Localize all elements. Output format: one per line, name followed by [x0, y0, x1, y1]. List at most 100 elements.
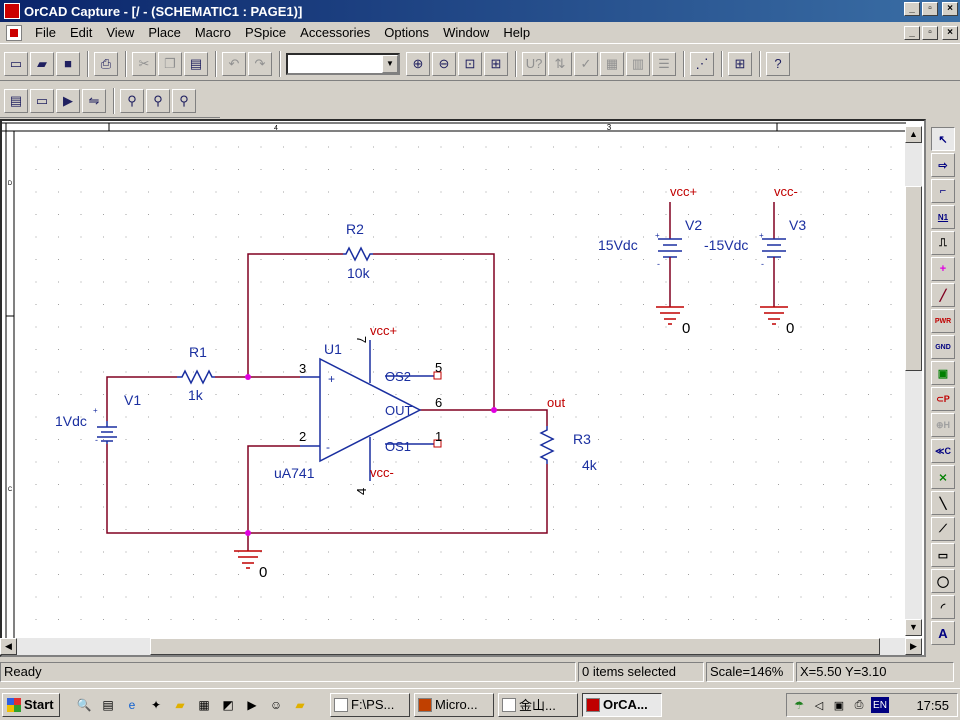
r3-value[interactable]: 4k: [582, 457, 598, 473]
language-indicator[interactable]: EN: [871, 697, 889, 713]
scroll-down-icon[interactable]: ▼: [905, 619, 922, 636]
printer-icon[interactable]: ⎙: [854, 698, 864, 711]
r2-ref[interactable]: R2: [346, 221, 364, 237]
place-hierarchical-block-icon[interactable]: ▣: [931, 361, 955, 385]
undo-icon[interactable]: ↶: [222, 51, 246, 76]
menu-options[interactable]: Options: [384, 24, 430, 40]
place-text-icon[interactable]: A: [931, 621, 955, 645]
u1-ref[interactable]: U1: [324, 341, 342, 357]
cut-icon[interactable]: ✂: [132, 51, 156, 76]
scroll-right-icon[interactable]: ▶: [905, 638, 922, 655]
r2-resistor[interactable]: R2 10k: [343, 221, 373, 281]
task-explorer[interactable]: F:\PS...: [330, 692, 410, 717]
menu-macro[interactable]: Macro: [194, 24, 231, 40]
vertical-scroll-thumb[interactable]: [905, 186, 922, 371]
part-combo[interactable]: ▼: [286, 52, 400, 75]
place-rectangle-icon[interactable]: ▭: [931, 543, 955, 567]
back-annotate-icon[interactable]: ⇅: [548, 51, 572, 76]
v2-value[interactable]: 15Vdc: [598, 237, 638, 253]
copy-icon[interactable]: ❐: [158, 51, 182, 76]
snap-to-grid-icon[interactable]: ⋰: [690, 51, 714, 76]
menu-accessories[interactable]: Accessories: [300, 24, 371, 40]
task-orcad[interactable]: OrCA...: [582, 692, 662, 717]
current-marker-icon[interactable]: ⚲: [146, 88, 170, 113]
select-arrow-icon[interactable]: ↖: [931, 127, 955, 151]
quicklaunch-app-icon[interactable]: ✦: [146, 694, 166, 715]
place-arc-icon[interactable]: ◜: [931, 595, 955, 619]
r1-resistor[interactable]: R1 1k: [177, 344, 215, 403]
place-line-icon[interactable]: ╲: [931, 491, 955, 515]
task-microsoft[interactable]: Micro...: [414, 692, 494, 717]
project-manager-icon[interactable]: ⊞: [728, 51, 752, 76]
edit-simulation-settings-icon[interactable]: ▭: [30, 88, 54, 113]
u1-model[interactable]: uA741: [274, 465, 315, 481]
explorer-icon[interactable]: 🔍: [74, 694, 94, 715]
zoom-in-icon[interactable]: ⊕: [406, 51, 430, 76]
drc-icon[interactable]: ✓: [574, 51, 598, 76]
zoom-out-icon[interactable]: ⊖: [432, 51, 456, 76]
v3-ref[interactable]: V3: [789, 217, 806, 233]
task-kingsoft[interactable]: 金山...: [498, 692, 578, 717]
print-icon[interactable]: ⎙: [94, 51, 118, 76]
menu-pspice[interactable]: PSpice: [244, 24, 287, 40]
place-power-icon[interactable]: PWR: [931, 309, 955, 333]
v2-ref[interactable]: V2: [685, 217, 702, 233]
r3-resistor[interactable]: R3 4k out: [539, 395, 598, 473]
open-folder-icon[interactable]: ▰: [30, 51, 54, 76]
place-ellipse-icon[interactable]: ◯: [931, 569, 955, 593]
place-no-connect-icon[interactable]: ⨯: [931, 465, 955, 489]
menu-help[interactable]: Help: [503, 24, 531, 40]
view-simulation-results-icon[interactable]: ⇋: [82, 88, 106, 113]
menu-place[interactable]: Place: [148, 24, 181, 40]
horizontal-scroll-thumb[interactable]: [150, 638, 880, 655]
menu-edit[interactable]: Edit: [69, 24, 93, 40]
media-player-icon[interactable]: ▶: [242, 694, 262, 715]
zoom-area-icon[interactable]: ⊡: [458, 51, 482, 76]
chevron-down-icon[interactable]: ▼: [382, 54, 398, 73]
computer-icon[interactable]: ▣: [833, 699, 845, 712]
v1-ref[interactable]: V1: [124, 392, 141, 408]
orcad-app-icon[interactable]: [4, 3, 20, 19]
place-off-page-connector-icon[interactable]: ≪C: [931, 439, 955, 463]
scroll-left-icon[interactable]: ◀: [0, 638, 17, 655]
paste-icon[interactable]: ▤: [184, 51, 208, 76]
redo-icon[interactable]: ↷: [248, 51, 272, 76]
ground-symbol[interactable]: 0: [234, 550, 267, 581]
minimize-button[interactable]: _: [904, 2, 920, 16]
r3-ref[interactable]: R3: [573, 431, 591, 447]
menu-file[interactable]: File: [35, 24, 56, 40]
doc-minimize-button[interactable]: _: [904, 26, 920, 40]
place-part-icon[interactable]: ⇨: [931, 153, 955, 177]
power-marker-icon[interactable]: ⚲: [172, 88, 196, 113]
new-file-icon[interactable]: ▭: [4, 51, 28, 76]
voltage-marker-icon[interactable]: ⚲: [120, 88, 144, 113]
folder-icon[interactable]: ▰: [170, 694, 190, 715]
menu-window[interactable]: Window: [443, 24, 490, 40]
place-port-icon[interactable]: ⊂P: [931, 387, 955, 411]
v2-source[interactable]: vcc+ + - V2 15Vdc 0: [598, 184, 702, 337]
doc-close-button[interactable]: ×: [942, 26, 958, 40]
desktop-icon[interactable]: ▤: [98, 694, 118, 715]
netlist-icon[interactable]: ▦: [600, 51, 624, 76]
help-icon[interactable]: ?: [766, 51, 790, 76]
place-ground-icon[interactable]: GND: [931, 335, 955, 359]
schematic-canvas[interactable]: 4 3 D C +: [0, 119, 926, 657]
place-wire-icon[interactable]: ⌐: [931, 179, 955, 203]
u1-opamp[interactable]: + - OS2 OUT OS1 3 2 5 6 1 7 4 vcc+ vcc- …: [274, 323, 442, 495]
schematic-svg[interactable]: 4 3 D C +: [2, 121, 906, 639]
wires[interactable]: [106, 253, 548, 551]
folder2-icon[interactable]: ▰: [290, 694, 310, 715]
annotate-icon[interactable]: U?: [522, 51, 546, 76]
clock[interactable]: 17:55: [916, 697, 949, 713]
out-net-label[interactable]: out: [547, 395, 565, 410]
cross-reference-icon[interactable]: ▥: [626, 51, 650, 76]
place-polyline-icon[interactable]: ⟋: [931, 517, 955, 541]
v1-source[interactable]: + - V1 1Vdc: [55, 392, 141, 445]
vertical-scrollbar[interactable]: ▲ ▼: [905, 126, 922, 636]
scroll-up-icon[interactable]: ▲: [905, 126, 922, 143]
internet-explorer-icon[interactable]: e: [122, 694, 142, 715]
doc-restore-button[interactable]: ▫: [922, 26, 938, 40]
close-button[interactable]: ×: [942, 2, 958, 16]
v3-source[interactable]: vcc- + - V3 -15Vdc 0: [704, 184, 806, 337]
place-bus-icon[interactable]: ⎍: [931, 231, 955, 255]
